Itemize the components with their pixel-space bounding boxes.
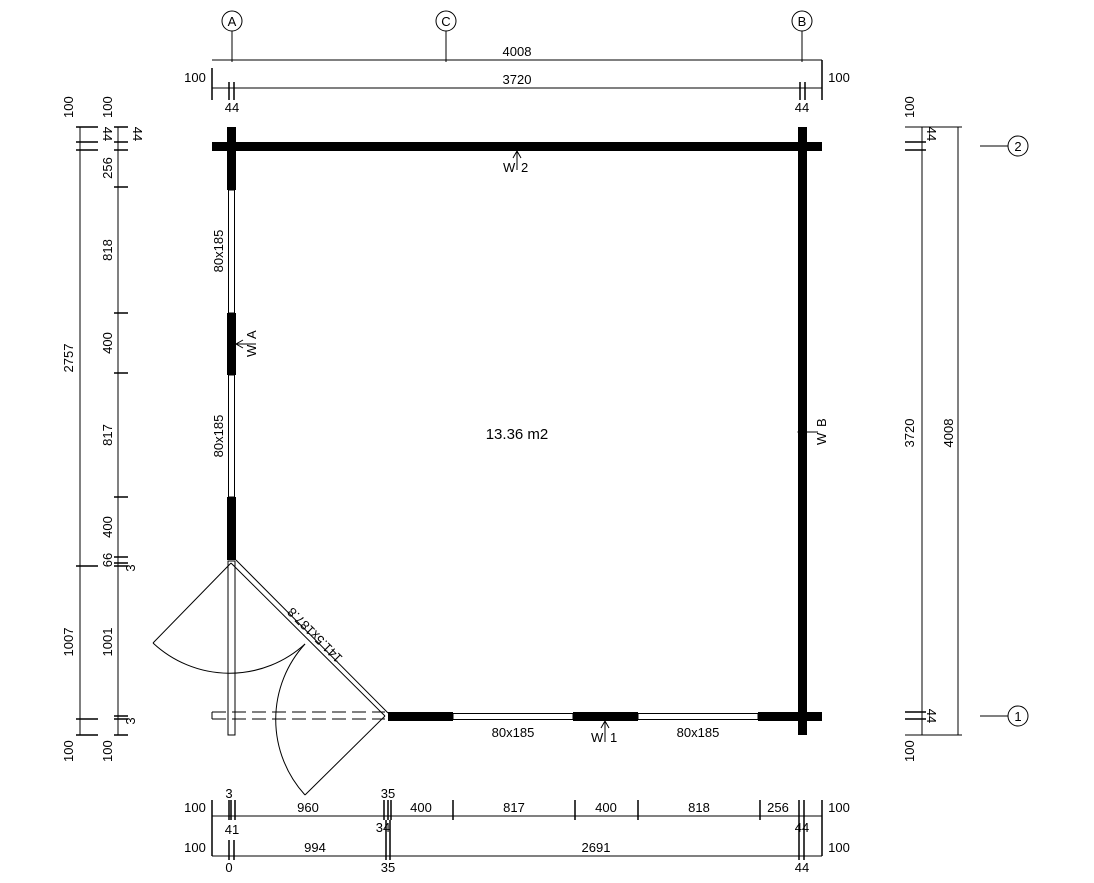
dimension-label: 41 xyxy=(225,822,239,837)
dimension-label: 100 xyxy=(828,800,850,815)
wall-marker-A: W A xyxy=(234,330,259,357)
dimension-label: 960 xyxy=(297,800,319,815)
dimension-label: 100 xyxy=(100,740,115,762)
dimension-label: 100 xyxy=(61,96,76,118)
dimension-label: 1007 xyxy=(61,628,76,657)
dimension-label: 818 xyxy=(100,239,115,261)
dimension-label: 1 xyxy=(610,730,617,745)
grid-marker-2: 2 xyxy=(980,135,1029,157)
bottom-dimensions-row1: 100 3 960 35 400 817 400 818 256 100 41 … xyxy=(184,786,850,856)
dimension-label: A xyxy=(244,330,259,339)
dimension-label: 44 xyxy=(795,860,809,875)
dimension-label: C xyxy=(441,14,450,29)
dim-inner: 3720 xyxy=(503,72,532,87)
door-label: 141.5x187.8 xyxy=(284,605,345,666)
dimension-label: 100 xyxy=(184,70,206,85)
dimension-label: 994 xyxy=(304,840,326,855)
right-dimensions: 100 44 3720 4008 44 100 xyxy=(902,96,962,762)
dimension-label: W xyxy=(591,730,604,745)
window-label: 80x185 xyxy=(211,415,226,458)
window-label: 80x185 xyxy=(211,230,226,273)
dimension-label: 34 xyxy=(376,820,390,835)
dimension-label: 66 xyxy=(100,553,115,567)
dimension-label: B xyxy=(814,418,829,427)
dimension-label: 2 xyxy=(521,160,528,175)
dimension-label: 817 xyxy=(100,424,115,446)
grid-marker-C: C xyxy=(435,10,457,62)
left-dimensions-inner: 100 44 256 818 400 817 400 66 3 1001 3 1… xyxy=(100,96,145,762)
dimension-label: 817 xyxy=(503,800,525,815)
windows: 80x185 80x185 80x185 80x185 xyxy=(211,189,759,740)
dimension-label: 256 xyxy=(100,157,115,179)
dimension-label: 44 xyxy=(924,127,939,141)
dimension-label: 2 xyxy=(1014,139,1021,154)
dimension-label: 100 xyxy=(902,740,917,762)
dimension-label: 1 xyxy=(1014,709,1021,724)
dimension-label: 2757 xyxy=(61,344,76,373)
dimension-label: 3 xyxy=(225,786,232,801)
wall-marker-B: W B xyxy=(796,418,829,445)
dimension-label: 0 xyxy=(225,860,232,875)
window-label: 80x185 xyxy=(677,725,720,740)
room-area: 13.36 m2 xyxy=(486,426,549,443)
dimension-label: B xyxy=(798,14,807,29)
grid-marker-1: 1 xyxy=(980,705,1029,727)
dimension-label: 3 xyxy=(123,717,138,724)
dimension-label: 3720 xyxy=(902,419,917,448)
dimension-label: 400 xyxy=(100,516,115,538)
dimension-label: 44 xyxy=(924,709,939,723)
dimension-label: 818 xyxy=(688,800,710,815)
dimension-label: 100 xyxy=(100,96,115,118)
dimension-label: 100 xyxy=(61,740,76,762)
window-label: 80x185 xyxy=(492,725,535,740)
dimension-label: 44 xyxy=(795,100,809,115)
dimension-label: 100 xyxy=(828,840,850,855)
dimension-label: 35 xyxy=(381,860,395,875)
grid-marker-B: B xyxy=(791,10,813,62)
dimension-label: 44 xyxy=(225,100,239,115)
dimension-label: 2691 xyxy=(582,840,611,855)
walls xyxy=(212,127,822,735)
dimension-label: A xyxy=(228,14,237,29)
left-dimensions-outer: 100 44 2757 1007 100 xyxy=(61,96,115,762)
dimension-label: 100 xyxy=(902,96,917,118)
dimension-label: 1001 xyxy=(100,628,115,657)
dimension-label: 400 xyxy=(410,800,432,815)
dimension-label: 100 xyxy=(184,800,206,815)
dimension-label: W xyxy=(814,432,829,445)
dimension-label: 44 xyxy=(100,127,115,141)
top-dimensions: 4008 3720 100 100 44 44 xyxy=(184,44,850,115)
dimension-label: 3 xyxy=(123,564,138,571)
dimension-label: W xyxy=(244,344,259,357)
dimension-label: 44 xyxy=(130,127,145,141)
grid-marker-A: A xyxy=(221,10,243,62)
dim-overall: 4008 xyxy=(503,44,532,59)
dimension-label: 100 xyxy=(184,840,206,855)
dimension-label: 44 xyxy=(795,820,809,835)
dimension-label: 400 xyxy=(595,800,617,815)
bottom-dimensions-row2: 100 994 2691 100 0 35 44 xyxy=(184,820,850,875)
double-door: 141.5x187.8 xyxy=(152,559,389,796)
dimension-label: 256 xyxy=(767,800,789,815)
dimension-label: 400 xyxy=(100,332,115,354)
dimension-label: 4008 xyxy=(941,419,956,448)
dimension-label: W xyxy=(503,160,516,175)
dimension-label: 100 xyxy=(828,70,850,85)
dimension-label: 35 xyxy=(381,786,395,801)
